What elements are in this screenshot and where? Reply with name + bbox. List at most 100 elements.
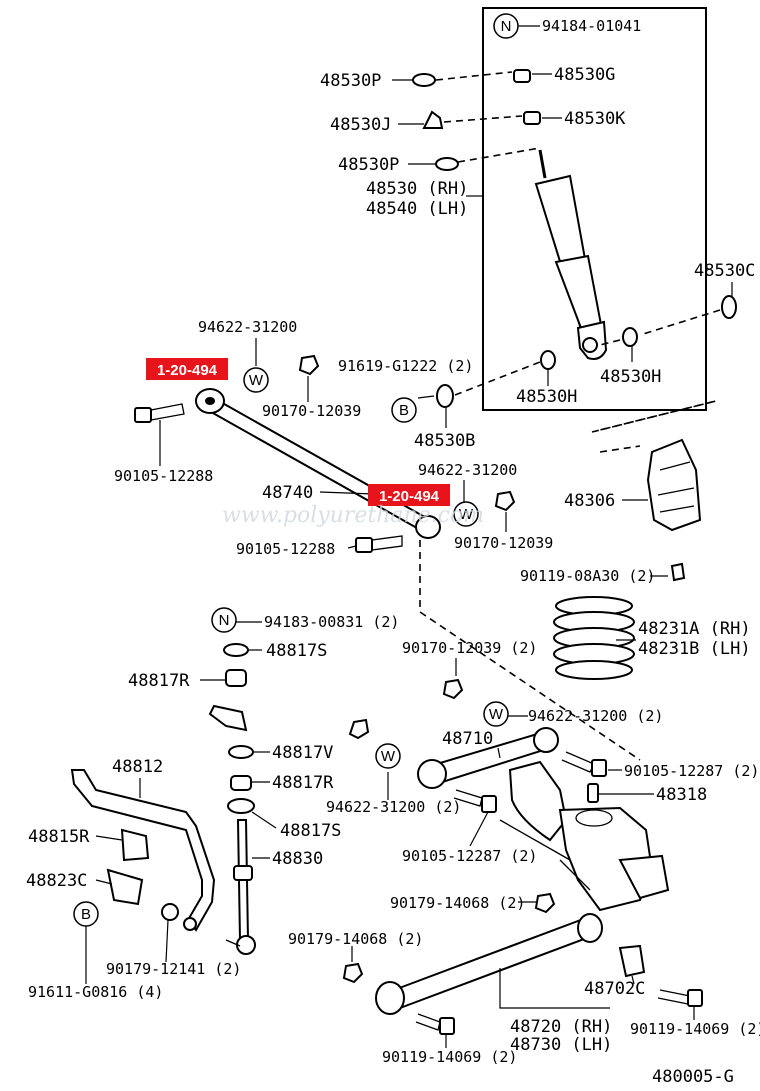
part-label: 91611-G0816 (4)	[28, 983, 163, 1001]
part-label: 90105-12288	[236, 540, 335, 558]
nut-90170-upper	[298, 354, 320, 376]
part-label: 48817R	[272, 773, 334, 793]
leader-lines	[85, 25, 733, 1048]
symbol-w-upper: W	[243, 367, 269, 393]
reference-badge-lower[interactable]: 1-20-494	[368, 484, 450, 506]
part-label: 48830	[272, 849, 323, 869]
part-label: 48740	[262, 483, 313, 503]
shock-lower-parts	[436, 295, 737, 408]
part-label: 48815R	[28, 827, 90, 847]
nut-90179-14068-right	[534, 892, 556, 914]
coil-spring	[553, 596, 635, 680]
bolt-90119-14069-left	[415, 1013, 455, 1035]
svg-text:W: W	[489, 706, 504, 723]
part-label: 48530P	[338, 155, 399, 175]
part-label: 90105-12287 (2)	[402, 847, 537, 865]
part-label: 90119-08A30 (2)	[520, 567, 655, 585]
bushing-48815r	[120, 828, 150, 862]
axle-housing	[499, 760, 670, 912]
shock-absorber	[534, 149, 608, 360]
part-label: 48231A (RH)	[638, 619, 751, 639]
bolt-90105-12287-right	[561, 751, 607, 777]
part-label: 94622-31200	[418, 461, 517, 479]
part-label: 94622-31200	[198, 318, 297, 336]
part-label: 48318	[656, 785, 707, 805]
part-label: 48530H	[516, 387, 577, 407]
bolt-90119-08a30	[670, 562, 686, 582]
shock-absorber-group-box	[482, 7, 707, 411]
upper-arm	[417, 727, 559, 789]
symbol-b-upper: B	[391, 397, 417, 423]
part-label: 48540 (LH)	[366, 199, 468, 219]
svg-text:B: B	[399, 402, 409, 419]
symbol-n-mid: N	[211, 607, 237, 633]
part-label: 90105-12287 (2)	[624, 762, 759, 780]
part-labels: 94184-01041 48530P 48530G 48530J 48530K …	[26, 17, 760, 1066]
svg-text:N: N	[219, 612, 230, 629]
part-label: 48231B (LH)	[638, 639, 751, 659]
part-label: 48817S	[266, 641, 327, 661]
nut-90179-12141	[161, 903, 179, 921]
reference-badge-upper[interactable]: 1-20-494	[146, 358, 228, 380]
bolt-90105-12288-upper	[134, 403, 185, 423]
part-label: 90105-12288	[114, 467, 213, 485]
part-label: 90179-14068 (2)	[390, 894, 525, 912]
stabilizer-bar	[70, 769, 216, 932]
part-label: 48720 (RH)	[510, 1017, 612, 1037]
part-label: 94183-00831 (2)	[264, 613, 399, 631]
svg-text:1-20-494: 1-20-494	[157, 362, 218, 379]
part-label: 48530P	[320, 71, 381, 91]
part-label: 48817S	[280, 821, 341, 841]
part-label: 48702C	[584, 979, 645, 999]
symbol-w-mid: W	[453, 501, 479, 527]
svg-text:1-20-494: 1-20-494	[379, 488, 440, 505]
part-label: 48530K	[564, 109, 626, 129]
bolt-90105-12288-lower	[355, 535, 403, 553]
bump-stopper	[646, 438, 702, 532]
part-label: 48530C	[694, 261, 755, 281]
part-label: 48530 (RH)	[366, 179, 468, 199]
svg-text:W: W	[381, 748, 396, 765]
part-label: 48530G	[554, 65, 615, 85]
lower-control-arm	[375, 913, 603, 1015]
part-label: 48812	[112, 757, 163, 777]
part-label: 48823C	[26, 871, 87, 891]
symbol-b-lower: B	[73, 901, 99, 927]
part-label: 90119-14069 (2)	[382, 1048, 517, 1066]
part-label: 90170-12039	[454, 534, 553, 552]
stud-48318	[587, 783, 599, 803]
bushing-48702c	[618, 944, 646, 978]
part-label: 94622-31200 (2)	[528, 707, 663, 725]
part-label: 90170-12039	[262, 402, 361, 420]
part-label: 48306	[564, 491, 615, 511]
svg-text:W: W	[249, 372, 264, 389]
symbol-n-top: N	[493, 13, 519, 39]
part-label: 48817V	[272, 743, 333, 763]
nut-90170-mid	[494, 490, 516, 512]
watermark: www.polyurethane.com	[222, 503, 484, 528]
part-label: 48530B	[414, 431, 475, 451]
part-label: 90179-14068 (2)	[288, 930, 423, 948]
part-label: 48730 (LH)	[510, 1035, 612, 1055]
part-label: 48710	[442, 729, 493, 749]
symbol-w-left: W	[375, 743, 401, 769]
part-label: 91619-G1222 (2)	[338, 357, 473, 375]
symbol-w-right: W	[483, 701, 509, 727]
stabilizer-link-parts	[208, 643, 256, 955]
part-label: 48530H	[600, 367, 661, 387]
part-label: 48530J	[330, 115, 391, 135]
svg-text:N: N	[501, 18, 512, 35]
part-label: 94622-31200 (2)	[326, 798, 461, 816]
bracket-48823c	[106, 868, 144, 906]
shock-upper-parts	[412, 69, 541, 171]
bolt-90105-12287-left	[453, 789, 497, 813]
part-label: 94184-01041	[542, 17, 641, 35]
part-label: 90119-14069 (2)	[630, 1020, 760, 1038]
nut-94622-mid	[348, 718, 370, 740]
part-label: 48817R	[128, 671, 190, 691]
bolt-90119-14069-right	[657, 989, 703, 1007]
part-label: 90179-12141 (2)	[106, 960, 241, 978]
nut-90170-lower	[442, 678, 464, 700]
diagram-code: 480005-G	[652, 1067, 734, 1087]
